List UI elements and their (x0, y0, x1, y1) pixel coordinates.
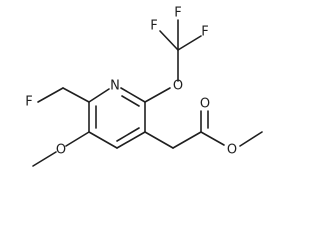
atom-label-ether-oxygen: O (173, 79, 183, 94)
ring-bond-c4-c5 (88, 131, 118, 149)
atom-label-methoxy-oxygen: O (56, 143, 66, 158)
atom-label-ring-nitrogen: N (110, 79, 120, 94)
ring-bond-c6-n (88, 88, 110, 103)
atom-label-cf3-fluorine-top-right: F (174, 6, 181, 21)
atom-label-carbonyl-oxygen: O (200, 97, 210, 112)
ring-double-bond-n-c2 (121, 95, 140, 107)
ring-bond-n-c2 (120, 87, 146, 103)
bond-methoxy-oxygen-methyl (32, 151, 57, 167)
bond-cf3-f-right (177, 35, 202, 51)
molecule-canvas: N O F F F F O O O (25, 5, 263, 167)
atom-label-ester-oxygen: O (227, 143, 237, 158)
structure-diagram: N O F F F F O O O (25, 6, 263, 167)
bond-ch2-carbonyl-carbon (172, 131, 202, 149)
bond-c3-ch2 (144, 131, 174, 149)
bond-carbonyl-carbon-ester-oxygen (200, 131, 225, 146)
atom-label-ch2f-fluorine: F (25, 95, 32, 110)
ring-double-bond-c3-c4 (116, 127, 140, 142)
atom-label-cf3-fluorine-top-left: F (150, 19, 157, 34)
bond-c6-ch2 (62, 87, 90, 103)
atom-label-cf3-fluorine-right: F (201, 25, 208, 40)
ring-bond-c3-c4 (116, 131, 146, 149)
bond-ch2-fluorine (37, 87, 64, 103)
bond-ester-oxygen-methyl (239, 131, 263, 147)
bond-c2-ether-oxygen (144, 87, 171, 103)
bond-cf3-f-top-left (159, 30, 179, 51)
bond-c5-methoxy-oxygen (65, 131, 90, 147)
